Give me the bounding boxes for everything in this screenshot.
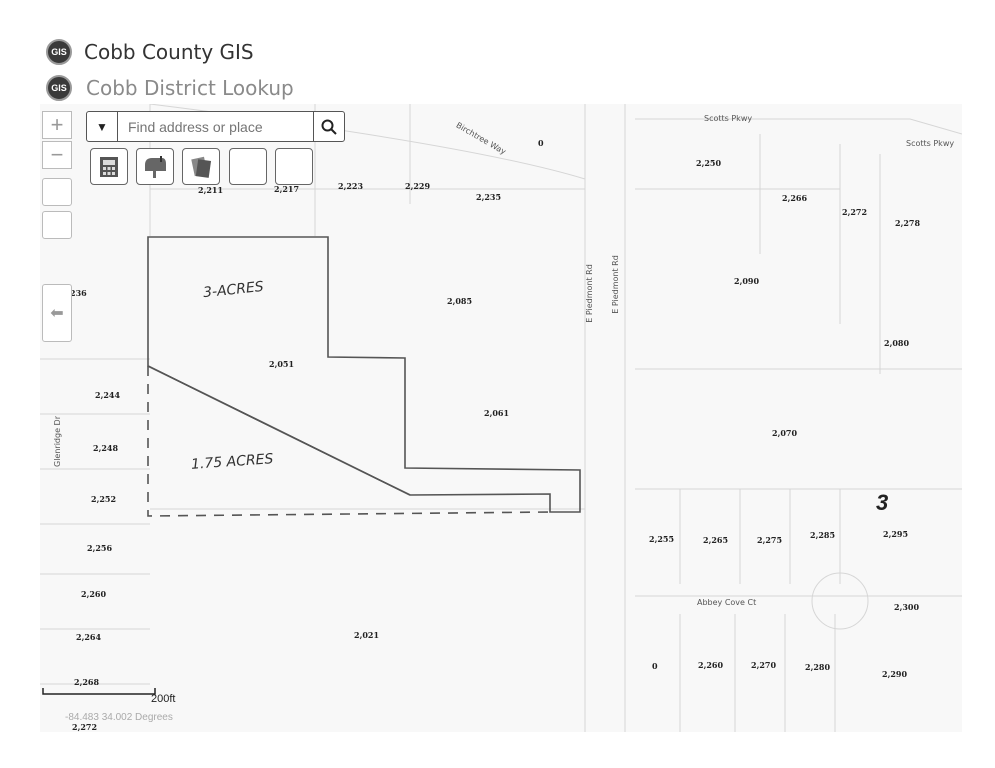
street-label-piedmont-1: E Piedmont Rd [584,264,594,323]
street-label-piedmont-2: E Piedmont Rd [610,255,620,314]
parcel-label: 0 [538,138,544,148]
parcel-label: 2,085 [447,296,473,306]
parcel-label: 2,223 [338,181,364,191]
parcel-label: 2,280 [805,662,831,672]
street-label-scotts-2: Scotts Pkwy [906,139,955,148]
home-button[interactable] [42,178,72,206]
document-icon [191,156,212,178]
parcel-label: 2,270 [751,660,777,670]
parcel-label: 2,080 [884,338,910,348]
parcel-label: 2,285 [810,530,836,540]
map-linework [40,104,962,732]
parcel-label: 2,264 [76,632,102,642]
parcel-label: 2,260 [698,660,724,670]
magnifier-icon [321,119,337,135]
parcel-label: 236 [70,288,87,298]
parcel-label: 2,244 [95,390,121,400]
street-label-abbey-cove: Abbey Cove Ct [697,598,757,607]
coordinate-readout: -84.483 34.002 Degrees [65,712,173,723]
parcel-label: 2,260 [81,589,107,599]
parcel-label: 2,266 [782,193,808,203]
parcel-label: 2,090 [734,276,760,286]
parcel-label: 2,061 [484,408,510,418]
parcel-label: 2,256 [87,543,113,553]
parcel-label: 2,211 [198,185,224,195]
parcel-label: 2,070 [772,428,798,438]
parcel-label: 2,248 [93,443,119,453]
parcel-label: 2,272 [72,722,98,732]
tool-button-empty-1[interactable] [229,148,267,185]
parcel-label: 2,272 [842,207,868,217]
parcel-label: 2,268 [74,677,100,687]
parcel-label: 2,278 [895,218,921,228]
parcel-label: 2,021 [354,630,380,640]
caret-down-icon: ▼ [96,119,108,134]
parcel-label: 2,290 [882,669,908,679]
locate-button[interactable] [42,211,72,239]
cobb-county-logo: GIS [46,39,72,65]
parcel-label: 2,275 [757,535,783,545]
search-button[interactable] [313,112,344,141]
app-title: Cobb County GIS [84,40,254,64]
tool-button-document[interactable] [182,148,220,185]
zoom-out-button[interactable]: − [42,141,72,169]
search-source-dropdown[interactable]: ▼ [87,112,118,141]
parcel-label: 2,217 [274,184,300,194]
back-button[interactable]: ⬅ [42,284,72,342]
parcel-label: 2,300 [894,602,920,612]
map-canvas[interactable]: Birchtree Way Scotts Pkwy Scotts Pkwy E … [40,104,962,732]
calculator-icon [100,156,118,177]
mailbox-icon [145,155,166,178]
parcel-label: 2,252 [91,494,117,504]
parcel-label: 2,265 [703,535,729,545]
search-input[interactable] [118,117,313,136]
tool-button-calculator[interactable] [90,148,128,185]
district-lookup-logo: GIS [46,75,72,101]
parcel-label: 2,250 [696,158,722,168]
app-subtitle: Cobb District Lookup [86,76,294,100]
search-bar: ▼ [86,111,345,142]
zoom-in-button[interactable]: + [42,111,72,139]
arrow-left-icon: ⬅ [50,305,64,322]
tool-button-mailbox[interactable] [136,148,174,185]
tool-button-empty-2[interactable] [275,148,313,185]
parcel-label: 2,051 [269,359,295,369]
parcel-label: 2,229 [405,181,431,191]
street-label-scotts-1: Scotts Pkwy [704,114,753,123]
parcel-label: 2,255 [649,534,675,544]
district-number: 3 [876,490,889,515]
parcel-label: 2,295 [883,529,909,539]
parcel-label: 0 [652,661,658,671]
scale-label: 200ft [151,693,176,705]
parcel-label: 2,235 [476,192,502,202]
street-label-glenridge: Glenridge Dr [53,416,62,467]
